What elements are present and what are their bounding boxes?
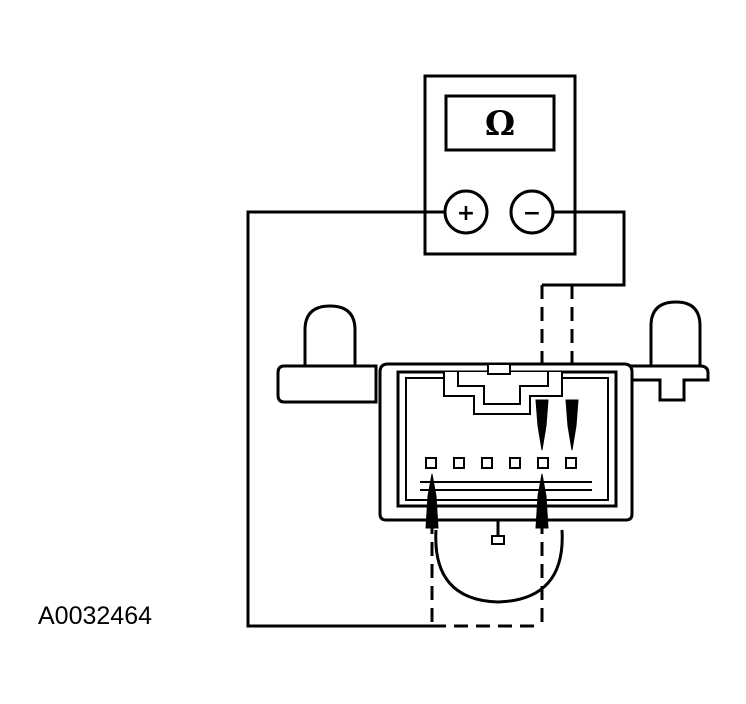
pin-cavity <box>425 457 437 469</box>
mounting-flange-right <box>626 364 710 402</box>
meter-display <box>444 94 556 152</box>
left-mounting-post <box>303 304 357 368</box>
jumper-wire <box>434 520 564 604</box>
test-leads <box>246 210 626 628</box>
latch-key <box>487 363 511 375</box>
connector-latch-inner <box>457 372 549 405</box>
lower-probe-left <box>425 473 439 529</box>
upper-probe-right <box>565 399 579 451</box>
switch-connector <box>276 300 710 522</box>
center-post-tip <box>491 535 505 545</box>
pin-cavities <box>425 457 577 469</box>
connector-latch <box>443 372 563 415</box>
upper-probe-left <box>535 399 549 451</box>
figure-id-label: A0032464 <box>38 602 153 630</box>
lower-probe-right <box>535 473 549 529</box>
test-probes <box>425 399 579 529</box>
negative-lead-wire <box>542 210 626 287</box>
pin-cavity <box>565 457 577 469</box>
negative-terminal-label: − <box>523 201 541 226</box>
mounting-flange <box>276 364 378 404</box>
positive-lead-wire <box>246 210 445 628</box>
positive-terminal-label: + <box>457 201 475 226</box>
pin-cavity <box>481 457 493 469</box>
ohmmeter: Ω + − <box>423 74 577 256</box>
right-mounting-post <box>649 300 702 368</box>
pin-cavity <box>537 457 549 469</box>
pin-cavity <box>509 457 521 469</box>
jumper-loop <box>434 529 564 604</box>
pin-cavity <box>453 457 465 469</box>
ohm-symbol: Ω <box>485 104 515 144</box>
